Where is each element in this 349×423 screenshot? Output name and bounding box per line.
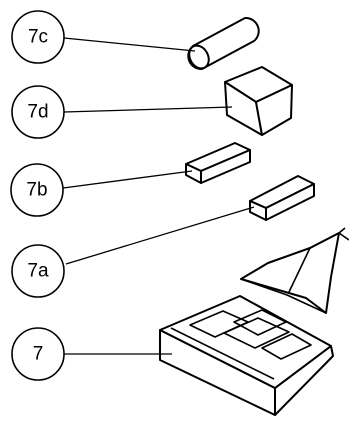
- block-part-7a: [249, 175, 315, 221]
- tray-assembly-part-7: [159, 227, 349, 416]
- callout-7c: 7c: [11, 10, 65, 64]
- callout-7d: 7d: [11, 85, 65, 139]
- cube-part-7d: [224, 66, 293, 136]
- leader-line-7c: [63, 37, 196, 52]
- callout-label-7: 7: [33, 344, 44, 365]
- callout-label-7b: 7b: [26, 180, 47, 201]
- callout-7: 7: [11, 327, 65, 381]
- leader-line-7d: [63, 106, 233, 113]
- leader-line-7b: [62, 170, 193, 189]
- block-part-7b: [185, 142, 251, 184]
- callout-7b: 7b: [10, 163, 64, 217]
- cylinder-part-7c: [187, 16, 260, 71]
- callout-label-7c: 7c: [28, 27, 48, 48]
- callout-label-7a: 7a: [27, 261, 49, 282]
- callout-7a: 7a: [11, 244, 65, 298]
- leader-line-7a: [65, 206, 255, 265]
- callout-label-7d: 7d: [27, 102, 48, 123]
